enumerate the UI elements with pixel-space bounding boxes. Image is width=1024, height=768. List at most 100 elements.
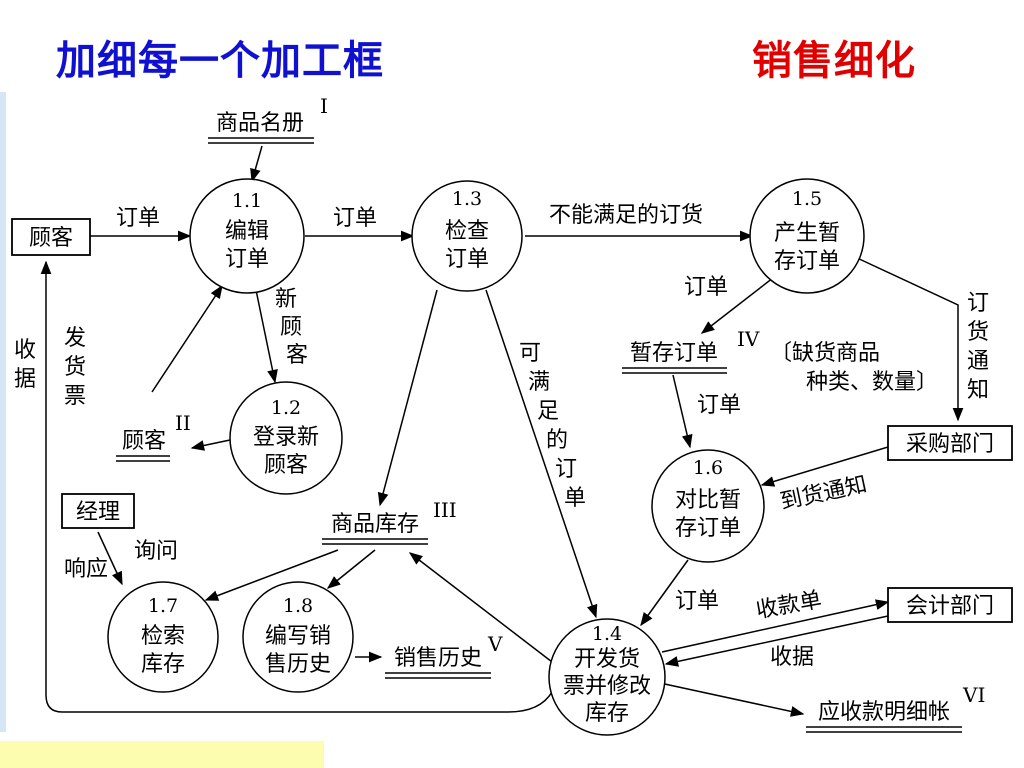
process-label-line: 售历史 — [265, 652, 331, 677]
external-manager: 经理 — [61, 493, 135, 529]
process-label-line: 订单 — [225, 247, 269, 272]
process-id: 1.3 — [452, 188, 482, 210]
process-id: 1.8 — [283, 595, 313, 617]
store-inventory: 商品库存 III — [322, 498, 457, 545]
flow-label-invoice: 货 — [64, 355, 86, 380]
bottom-highlight-strip — [0, 741, 324, 768]
flow-label-shortage: 〔缺货商品 — [770, 341, 880, 366]
store-label: 商品库存 — [331, 512, 419, 537]
store-number: VI — [962, 683, 985, 707]
process-id: 1.4 — [592, 623, 622, 645]
process-label-line: 登录新 — [253, 425, 319, 450]
process-id: 1.7 — [148, 595, 178, 617]
process-1-8: 1.8 编写销 售历史 — [242, 581, 354, 693]
process-label-line: 开发货 — [574, 647, 640, 672]
process-label-line: 产生暂 — [774, 221, 840, 246]
slide-title: 加细每一个加工框 — [56, 38, 384, 84]
flow-label-purchase-notice: 订 — [967, 291, 989, 316]
flow-label-receipt: 收 — [14, 338, 36, 363]
flow-1-5-to-pending — [700, 273, 779, 334]
process-1-2: 1.2 登录新 顾客 — [229, 381, 343, 495]
store-number: II — [175, 411, 191, 435]
flow-label-new-customer: 顾 — [280, 315, 302, 340]
flow-1-1-to-1-2 — [255, 289, 278, 384]
process-label-line: 库存 — [585, 701, 629, 726]
process-1-4: 1.4 开发货 票并修改 库存 — [548, 618, 666, 736]
store-number: V — [487, 632, 503, 656]
external-label: 会计部门 — [906, 594, 994, 619]
external-customer: 顾客 — [11, 218, 91, 256]
flow-label-fulfillable: 订 — [555, 457, 577, 482]
process-1-5: 1.5 产生暂 存订单 — [749, 178, 865, 294]
flow-1-4-to-receivable — [659, 682, 805, 717]
flow-label-fulfillable: 单 — [564, 486, 586, 511]
flow-label-receipt: 据 — [14, 367, 36, 392]
store-label: 顾客 — [122, 429, 166, 454]
flow-label-invoice: 票 — [64, 384, 86, 409]
store-number: I — [320, 94, 328, 118]
flow-label-order: 订单 — [116, 206, 160, 231]
process-id: 1.6 — [693, 457, 723, 479]
flow-1-3-to-inventory — [377, 289, 438, 507]
process-label-line: 订单 — [445, 247, 489, 272]
store-label: 暂存订单 — [630, 341, 718, 366]
flow-pending-to-1-6 — [672, 374, 693, 449]
flow-label-arrival-notice: 到货通知 — [778, 472, 869, 515]
flow-label-inquiry: 询问 — [134, 539, 178, 564]
process-label-line: 检索 — [141, 624, 185, 649]
flow-1-2-to-customers-store — [190, 439, 231, 451]
process-label-line: 检查 — [445, 219, 489, 244]
external-accounting: 会计部门 — [887, 587, 1013, 623]
flow-label-unfulfillable: 不能满足的订货 — [549, 203, 703, 228]
flow-label-fulfillable: 可 — [519, 341, 541, 366]
process-label-line: 存订单 — [774, 249, 840, 274]
flow-1-5-to-purchasing — [854, 256, 964, 422]
store-label: 销售历史 — [394, 646, 482, 671]
flow-catalog-to-1-1 — [250, 145, 263, 183]
flow-inventory-to-1-7 — [204, 549, 339, 601]
store-customers: 顾客 II — [116, 411, 191, 462]
process-id: 1.2 — [271, 397, 301, 419]
store-history: 销售历史 V — [385, 632, 503, 679]
flow-label-new-customer: 客 — [286, 343, 308, 368]
external-label: 采购部门 — [906, 432, 994, 457]
flow-purchasing-to-1-6 — [760, 446, 889, 487]
process-id: 1.1 — [232, 190, 262, 212]
store-catalog: 商品名册 I — [208, 94, 328, 144]
store-pending: 暂存订单 IV — [622, 327, 760, 374]
flow-label-response: 响应 — [64, 557, 108, 582]
process-1-7: 1.7 检索 库存 — [107, 581, 219, 693]
store-number: III — [433, 498, 457, 522]
flow-label-new-customer: 新 — [275, 287, 297, 312]
external-label: 经理 — [76, 500, 120, 525]
flow-label-order: 订单 — [684, 275, 728, 300]
flow-label-receipt-h: 收据 — [770, 645, 814, 670]
flow-label-shortage: 种类、数量〕 — [806, 370, 938, 395]
process-id: 1.5 — [792, 188, 822, 210]
store-label: 商品名册 — [216, 111, 304, 136]
flow-label-purchase-notice: 知 — [967, 378, 989, 403]
flow-label-purchase-notice: 通 — [967, 349, 989, 374]
flow-1-3-to-1-4 — [485, 289, 598, 619]
flow-1-4-to-customer — [40, 260, 553, 713]
process-label-line: 编辑 — [225, 219, 269, 244]
flow-label-purchase-notice: 货 — [967, 320, 989, 345]
store-number: IV — [737, 327, 760, 351]
flow-label-order: 订单 — [333, 206, 377, 231]
flow-label-fulfillable: 的 — [546, 428, 568, 453]
left-decoration-strip — [0, 92, 6, 732]
flow-label-fulfillable: 足 — [537, 399, 559, 424]
flow-label-invoice: 发 — [64, 326, 86, 351]
process-1-6: 1.6 对比暂 存订单 — [651, 449, 765, 563]
process-1-3: 1.3 检查 订单 — [411, 180, 523, 292]
process-1-1: 1.1 编辑 订单 — [189, 178, 305, 294]
process-label-line: 顾客 — [264, 453, 308, 478]
flow-label-fulfillable: 满 — [528, 370, 550, 395]
store-label: 应收款明细帐 — [818, 700, 950, 725]
flow-label-order: 订单 — [697, 393, 741, 418]
process-label-line: 存订单 — [675, 516, 741, 541]
flow-lines — [40, 145, 964, 717]
process-label-line: 编写销 — [265, 624, 331, 649]
slide-subtitle: 销售细化 — [752, 38, 916, 84]
